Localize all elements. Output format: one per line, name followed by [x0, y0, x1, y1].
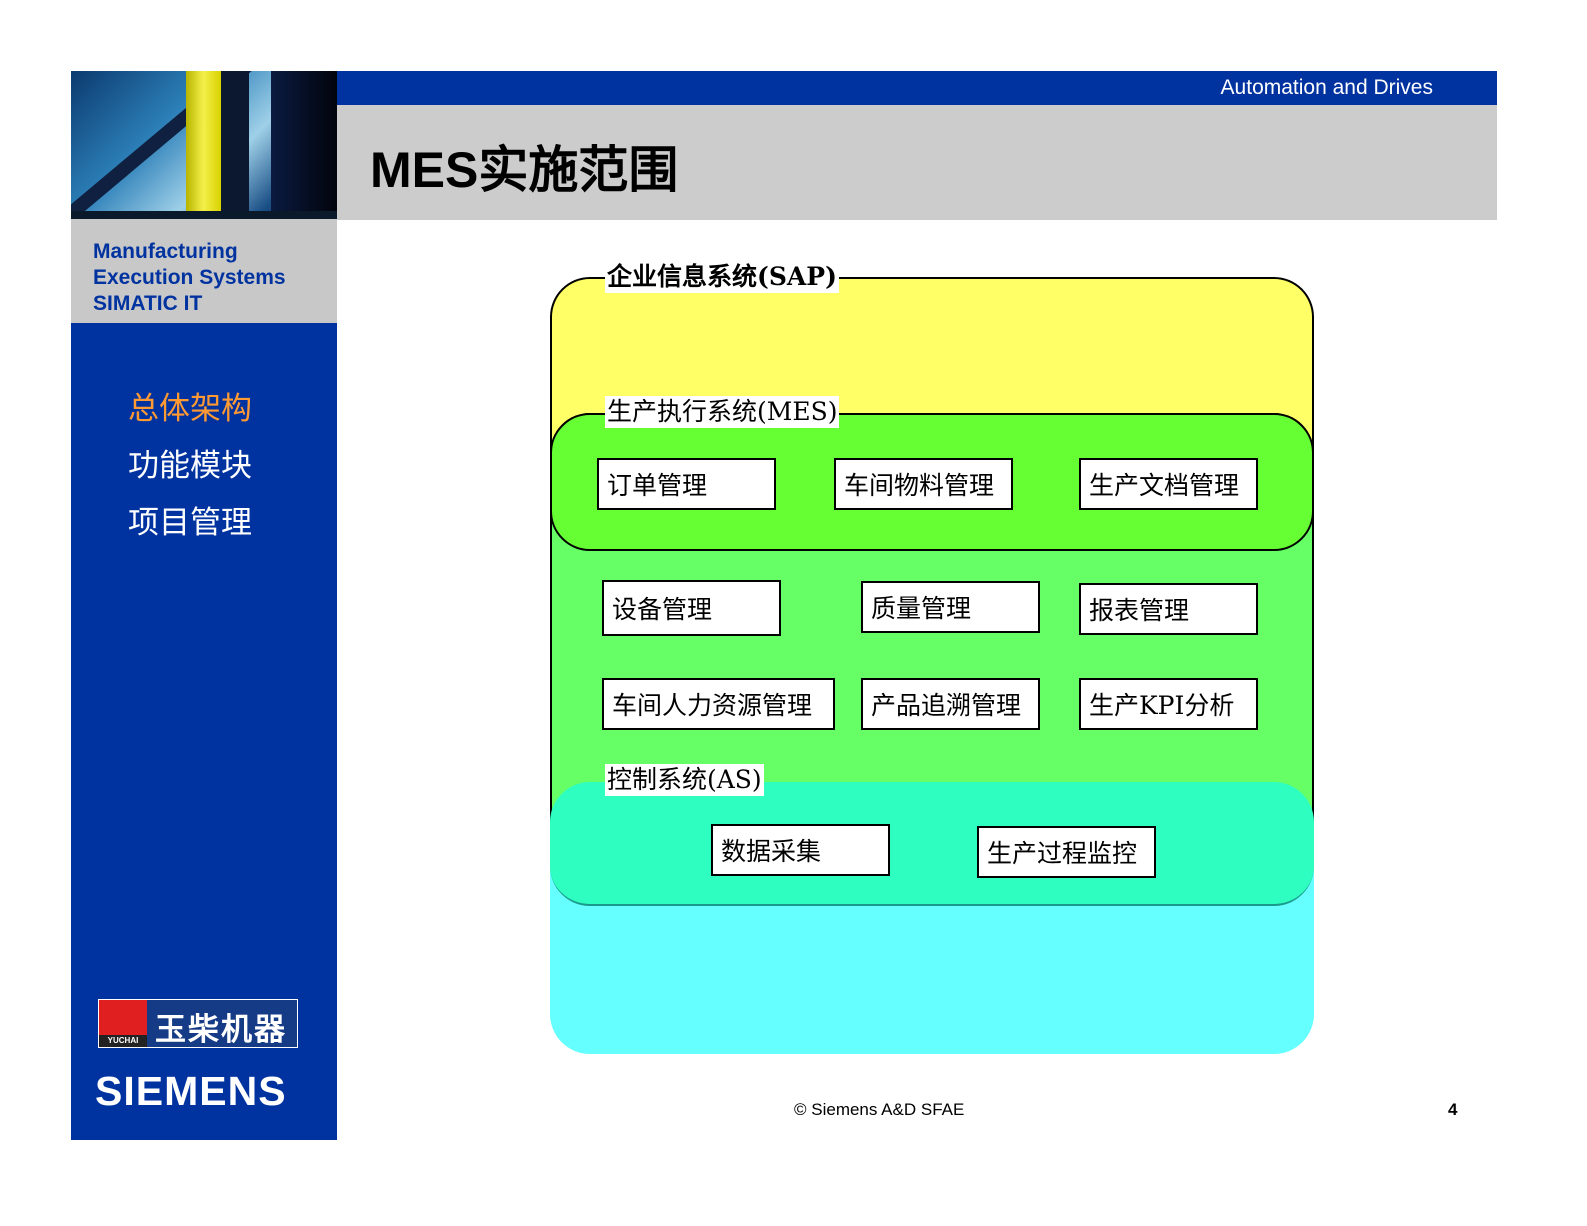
product-line-1: Manufacturing: [93, 240, 238, 263]
module-data-acquisition: 数据采集: [711, 824, 890, 876]
mes-layer-label: 生产执行系统(MES): [605, 396, 840, 428]
siemens-logo: SIEMENS: [95, 1068, 287, 1114]
nav-item-function-modules[interactable]: 功能模块: [128, 448, 252, 484]
page-number: 4: [1448, 1100, 1458, 1119]
page-title: MES实施范围: [370, 142, 679, 198]
top-bar: Automation and Drives: [337, 71, 1497, 105]
yuchai-logo-text: 玉柴机器: [155, 1012, 287, 1047]
as-layer: [550, 782, 1314, 906]
module-production-document-management: 生产文档管理: [1079, 458, 1258, 510]
module-report-management: 报表管理: [1079, 583, 1258, 635]
module-quality-management: 质量管理: [861, 581, 1040, 633]
module-workshop-material-management: 车间物料管理: [834, 458, 1013, 510]
module-order-management: 订单管理: [597, 458, 776, 510]
module-production-kpi-analysis: 生产KPI分析: [1079, 678, 1258, 730]
nav-item-project-management[interactable]: 项目管理: [128, 505, 252, 541]
module-product-traceability-management: 产品追溯管理: [861, 678, 1040, 730]
product-line-panel: Manufacturing Execution Systems SIMATIC …: [71, 219, 337, 323]
yuchai-logo: YUCHAI 玉柴机器: [98, 999, 298, 1048]
module-equipment-management: 设备管理: [602, 580, 781, 636]
as-layer-label: 控制系统(AS): [605, 764, 764, 796]
division-label: Automation and Drives: [1220, 76, 1433, 99]
product-line-2: Execution Systems: [93, 266, 286, 289]
module-process-monitoring: 生产过程监控: [977, 826, 1156, 878]
product-line-3: SIMATIC IT: [93, 292, 203, 315]
erp-layer-label: 企业信息系统(SAP): [605, 261, 839, 293]
nav-item-overall-architecture[interactable]: 总体架构: [128, 391, 252, 427]
footer-copyright: © Siemens A&D SFAE: [794, 1100, 965, 1119]
module-workshop-hr-management: 车间人力资源管理: [602, 678, 835, 730]
title-bar: MES实施范围: [337, 105, 1497, 220]
header-photo-bridge: [71, 71, 337, 219]
